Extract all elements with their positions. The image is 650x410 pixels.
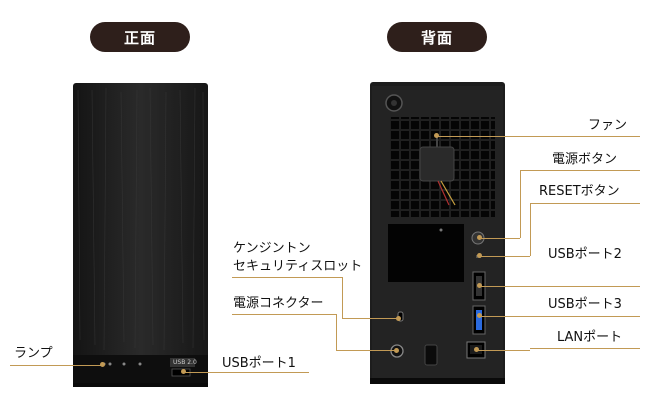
usb3-leader [480, 316, 640, 317]
lamp-leader [10, 365, 102, 366]
usb1-label: USBポート1 [222, 356, 296, 371]
lan-leader [530, 348, 640, 349]
usb1-leader-dot [181, 369, 186, 374]
kensington-leader-tail [342, 318, 398, 319]
power-button-label: 電源ボタン [552, 152, 618, 167]
lamp-leader-dot [100, 362, 105, 367]
fan-label: ファン [588, 118, 628, 133]
usb3-label: USBポート3 [548, 297, 622, 312]
power-connector-leader-tail [336, 350, 396, 351]
power-button-leader-vertical [520, 170, 521, 238]
power-button-leader-dot [477, 235, 482, 240]
reset-button-leader-tail [480, 256, 530, 257]
front-header: 正面 [90, 22, 190, 52]
usb2-leader-dot [477, 283, 482, 288]
usb2-leader [480, 286, 640, 287]
kensington-label-line1: ケンジントン [233, 241, 311, 256]
fan-leader [437, 136, 640, 137]
lan-leader-tail [476, 350, 530, 351]
kensington-leader [232, 277, 342, 278]
lamp-label: ランプ [14, 346, 53, 361]
reset-button-leader-vertical [530, 203, 531, 256]
lan-leader-dot [474, 347, 479, 352]
lan-label: LANポート [557, 330, 623, 345]
usb1-leader [183, 372, 309, 373]
reset-button-leader [530, 203, 640, 204]
back-unit [370, 82, 505, 384]
kensington-label-line2: セキュリティスロット [233, 259, 363, 274]
kensington-leader-dot [396, 316, 401, 321]
usb-badge-text: USB 2.0 [173, 359, 197, 366]
power-button-leader [520, 170, 640, 171]
power-connector-leader-vertical [336, 314, 337, 351]
kensington-leader-vertical [342, 277, 343, 319]
power-connector-leader [232, 314, 336, 315]
power-button-leader-tail [480, 238, 520, 239]
reset-button-label: RESETボタン [539, 184, 620, 199]
usb3-leader-dot [477, 313, 482, 318]
usb2-label: USBポート2 [548, 247, 622, 262]
back-header: 背面 [387, 22, 487, 52]
reset-button-leader-dot [477, 253, 482, 258]
front-unit [73, 83, 208, 387]
power-connector-leader-dot [394, 348, 399, 353]
fan-leader-dot [434, 133, 439, 138]
power-connector-label: 電源コネクター [233, 296, 324, 311]
